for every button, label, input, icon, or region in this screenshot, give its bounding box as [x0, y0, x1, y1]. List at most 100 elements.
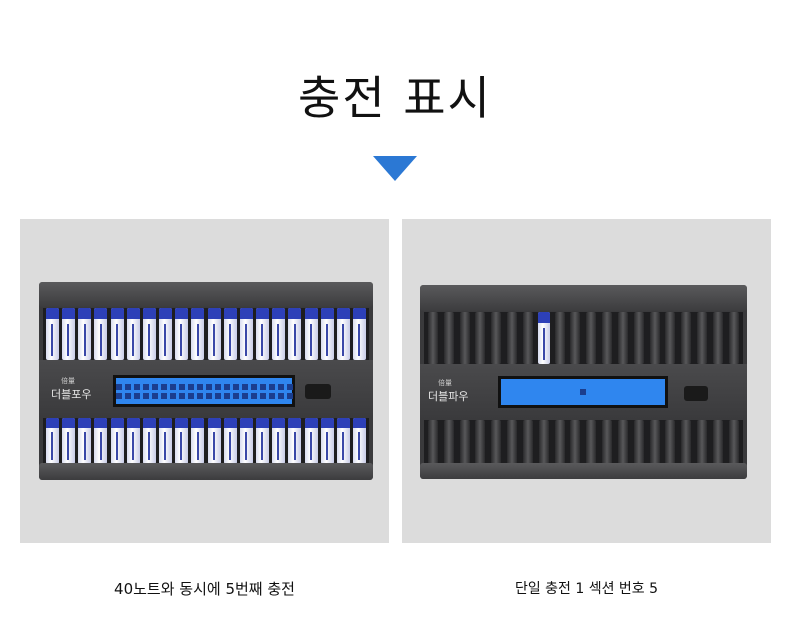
battery-slot-empty [553, 420, 567, 464]
empty-slot [665, 420, 676, 464]
battery-icon [223, 308, 237, 360]
lcd-segment [241, 392, 248, 399]
battery-slot-filled [126, 418, 141, 464]
battery-slot-empty [632, 420, 646, 464]
empty-slot [728, 312, 739, 364]
battery-slot-empty [600, 420, 614, 464]
lcd-segment [142, 383, 149, 390]
battery-slot-empty [711, 420, 725, 464]
lcd-segment [259, 392, 266, 399]
battery-slot-filled [45, 418, 60, 464]
empty-slot [633, 420, 644, 464]
lcd-segment [124, 383, 131, 390]
battery-slot-filled [239, 308, 254, 360]
lcd-segment [277, 392, 284, 399]
empty-slot [697, 420, 708, 464]
battery-row-bottom [43, 418, 369, 464]
battery-icon [320, 308, 334, 360]
battery-icon [191, 308, 205, 360]
battery-slot-empty [663, 312, 677, 364]
lcd-segment [250, 383, 257, 390]
battery-slot-empty [473, 420, 487, 464]
lcd-segment [124, 392, 131, 399]
battery-slot-empty [473, 312, 487, 364]
battery-icon [175, 308, 189, 360]
empty-slot [428, 420, 438, 464]
right-caption: 단일 충전 1 섹션 번호 5 [514, 581, 659, 597]
battery-slot-filled [110, 418, 125, 464]
slot-row-top [424, 312, 743, 364]
battery-slot-filled [223, 308, 238, 360]
battery-icon [110, 418, 124, 464]
lcd-segment [250, 392, 257, 399]
empty-slot [443, 420, 454, 464]
empty-slot [459, 312, 470, 364]
battery-slot-empty [568, 420, 582, 464]
empty-slot [475, 420, 486, 464]
battery-slot-filled [93, 418, 108, 464]
battery-icon [537, 312, 550, 364]
battery-icon [256, 418, 270, 464]
lcd-segment [187, 383, 194, 390]
lcd-display [498, 376, 668, 408]
empty-slot [443, 312, 454, 364]
empty-slot [475, 312, 486, 364]
empty-slot [649, 420, 660, 464]
lcd-segment [214, 392, 221, 399]
battery-icon [94, 308, 108, 360]
lcd-segment [178, 392, 185, 399]
empty-slot [538, 420, 549, 464]
battery-slot-empty [584, 420, 598, 464]
empty-slot [570, 312, 581, 364]
battery-slot-empty [442, 312, 456, 364]
battery-slot-empty [648, 312, 662, 364]
empty-slot [617, 312, 628, 364]
battery-slot-filled [158, 308, 173, 360]
battery-icon [126, 308, 140, 360]
battery-slot-filled [190, 418, 205, 464]
battery-slot-empty [727, 312, 741, 364]
empty-slot [633, 312, 644, 364]
slot-row-bottom [424, 420, 743, 464]
battery-slot-empty [695, 420, 709, 464]
down-arrow-icon [373, 156, 417, 181]
battery-slot-empty [521, 420, 535, 464]
battery-slot-empty [679, 420, 693, 464]
battery-icon [223, 418, 237, 464]
battery-slot-filled [336, 308, 351, 360]
battery-slot-filled [174, 308, 189, 360]
battery-icon [94, 418, 108, 464]
battery-slot-filled [93, 308, 108, 360]
lcd-segment [214, 383, 221, 390]
battery-slot-empty [568, 312, 582, 364]
battery-slot-filled [255, 418, 270, 464]
battery-slot-empty [711, 312, 725, 364]
battery-slot-filled [142, 308, 157, 360]
empty-slot [649, 312, 660, 364]
battery-slot-empty [458, 312, 472, 364]
battery-icon [110, 308, 124, 360]
empty-slot [586, 312, 597, 364]
battery-slot-filled [287, 418, 302, 464]
empty-slot [586, 420, 597, 464]
lcd-segment [205, 392, 212, 399]
empty-slot [428, 312, 438, 364]
battery-slot-empty [553, 312, 567, 364]
battery-icon [78, 418, 92, 464]
empty-slot [554, 312, 565, 364]
battery-slot-filled [287, 308, 302, 360]
battery-slot-empty [458, 420, 472, 464]
lcd-segment [142, 392, 149, 399]
battery-slot-filled [352, 418, 367, 464]
battery-slot-empty [489, 420, 503, 464]
empty-slot [522, 420, 533, 464]
power-button[interactable] [684, 386, 708, 401]
battery-icon [288, 418, 302, 464]
power-button[interactable] [305, 384, 331, 399]
battery-slot-empty [505, 420, 519, 464]
